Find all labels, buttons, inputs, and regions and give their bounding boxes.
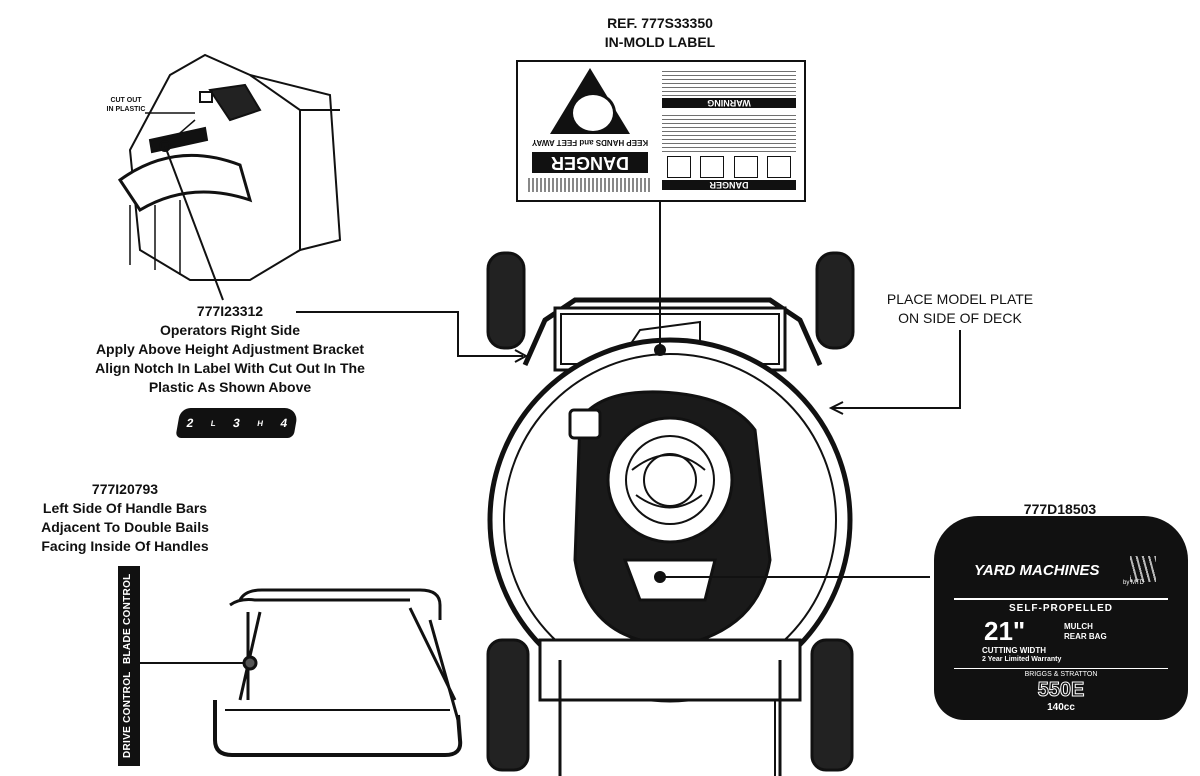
safety-icon [700,156,725,178]
safety-icon [733,156,758,178]
drive-control-text: DRIVE CONTROL [120,665,135,764]
keep-away-text: KEEP HANDS and FEET AWAY [531,138,649,147]
deck-engine-brand-text: BRIGGS & STRATTON [1024,671,1098,678]
fine-print-left [528,178,652,192]
height-mark: L [210,418,217,428]
deck-grass-icon [1130,556,1156,582]
in-mold-left-panel: KEEP HANDS and FEET AWAY DANGER [522,66,658,194]
blade-control-text: BLADE CONTROL [120,567,135,670]
handle-bail-illustration [213,588,463,757]
safety-icons-row [662,156,796,178]
danger-right-text: DANGER [662,180,796,190]
ref-label-callout: REF. 777S33350 IN-MOLD LABEL [560,14,760,52]
deck-warranty-text: 2 Year Limited Warranty [982,656,1062,663]
mower-illustration [486,251,855,776]
deck-by-text: by MTD [1123,580,1144,586]
handle-label-line2: Adjacent To Double Bails [41,519,209,535]
in-plastic-text: IN PLASTIC [106,106,146,113]
deck-label-graphic: YARD MACHINES by MTD SELF-PROPELLED 21" … [934,516,1188,720]
height-label-line3: Align Notch In Label With Cut Out In The [95,360,365,376]
deck-cutting-width-text: CUTTING WIDTH [982,646,1046,655]
height-mark: 2 [185,416,195,430]
cut-out-text: CUT OUT [110,97,142,104]
safety-icon [767,156,792,178]
in-mold-label-graphic: KEEP HANDS and FEET AWAY DANGER WARNING … [516,60,806,202]
deck-divider-2 [954,668,1168,669]
handle-label-callout: 777I20793 Left Side Of Handle Bars Adjac… [20,480,230,556]
height-label-part: 777I23312 [196,303,264,319]
height-label-line2: Apply Above Height Adjustment Bracket [95,341,365,357]
in-mold-right-panel: WARNING DANGER [660,66,798,194]
cut-out-note: CUT OUT IN PLASTIC [86,96,166,114]
danger-left-text: DANGER [532,152,648,173]
fine-print-right [662,68,796,96]
height-mark: H [256,418,264,428]
height-label-line4: Plastic As Shown Above [148,379,312,395]
hand-symbol [570,92,616,134]
deck-divider [954,598,1168,600]
model-plate-line1: PLACE MODEL PLATE [886,291,1034,307]
height-scale-decal: 2 L 3 H 4 [175,408,299,438]
handle-label-part: 777I20793 [91,481,159,497]
height-mark: 3 [231,416,242,430]
height-label-callout: 777I23312 Operators Right Side Apply Abo… [70,302,390,397]
handle-label-line3: Facing Inside Of Handles [41,538,209,554]
ref-number: REF. 777S33350 [607,15,713,31]
deck-mulch-text: MULCH [1064,622,1093,631]
deck-engine-model-text: 550E [1037,679,1085,702]
deck-width-text: 21" [984,616,1026,646]
height-label-line1: Operators Right Side [159,322,301,338]
warning-header: WARNING [662,98,796,108]
leader-lines [140,200,961,664]
ref-title: IN-MOLD LABEL [604,34,716,50]
deck-brand-text: YARD MACHINES [974,562,1100,579]
deck-rear-bag-text: REAR BAG [1064,632,1107,641]
handle-label-line1: Left Side Of Handle Bars [42,500,208,516]
height-mark: 4 [279,416,289,430]
fine-print-mid [662,112,796,152]
height-bracket-illustration [117,53,342,281]
model-plate-line2: ON SIDE OF DECK [898,310,1022,326]
deck-displacement-text: 140cc [1047,702,1075,713]
model-plate-callout: PLACE MODEL PLATE ON SIDE OF DECK [860,290,1060,328]
deck-type-text: SELF-PROPELLED [1008,603,1113,614]
deck-label-part: 777D18503 [1023,501,1097,517]
safety-icon [666,156,691,178]
